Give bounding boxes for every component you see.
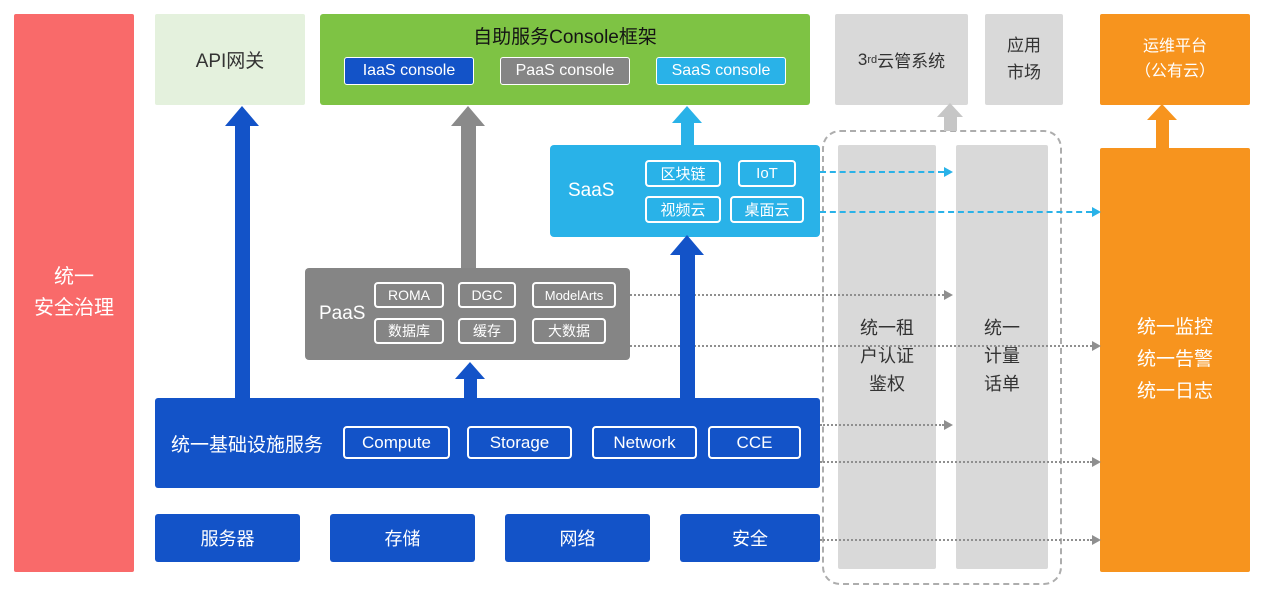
arrow-to-third-party-cloud-head <box>937 103 963 117</box>
resource-box-security: 安全 <box>680 514 820 562</box>
security-governance-bar: 统一 安全治理 <box>14 14 134 572</box>
arrow-infra-to-saas-head <box>670 235 704 255</box>
metering-column: 统一 计量 话单 <box>956 145 1048 569</box>
saas-item-desktop-cloud: 桌面云 <box>730 196 804 223</box>
arrow-paas-to-console-head <box>451 106 485 126</box>
arrow-infra-to-saas-shaft <box>680 253 695 398</box>
resource-box-network: 网络 <box>505 514 650 562</box>
app-market-box: 应用 市场 <box>985 14 1063 105</box>
api-gateway-box: API网关 <box>155 14 305 105</box>
console-chip-row: IaaS console PaaS console SaaS console <box>344 57 786 85</box>
paas-item-dgc: DGC <box>458 282 516 308</box>
connector-resources-to-monitor <box>820 539 1092 541</box>
connector-paas-to-metering <box>630 294 944 296</box>
om-platform-box: 运维平台 （公有云） <box>1100 14 1250 105</box>
infra-item-network: Network <box>592 426 697 459</box>
connector-saas-to-monitor-head <box>1092 207 1101 217</box>
connector-infra-to-metering-head <box>944 420 953 430</box>
console-frame-title: 自助服务Console框架 <box>473 27 657 48</box>
tenant-services-dashed-container <box>822 130 1062 585</box>
connector-paas-to-metering-head <box>944 290 953 300</box>
saas-item-video-cloud: 视频云 <box>645 196 721 223</box>
connector-paas-to-monitor <box>630 345 1092 347</box>
monitor-bar: 统一监控 统一告警 统一日志 <box>1100 148 1250 572</box>
paas-label: PaaS <box>319 303 366 324</box>
saas-console-chip: SaaS console <box>656 57 786 85</box>
saas-box: SaaS 区块链 IoT 视频云 桌面云 <box>550 145 820 237</box>
arrow-saas-to-console-head <box>672 106 702 123</box>
arrow-to-om-platform-head <box>1147 104 1177 120</box>
paas-item-roma: ROMA <box>374 282 444 308</box>
infra-box: 统一基础设施服务 Compute Storage Network CCE <box>155 398 820 488</box>
saas-item-blockchain: 区块链 <box>645 160 721 187</box>
paas-item-database: 数据库 <box>374 318 444 344</box>
paas-box: PaaS ROMA DGC ModelArts 数据库 缓存 大数据 <box>305 268 630 360</box>
connector-infra-to-monitor-head <box>1092 457 1101 467</box>
arrow-to-om-platform-shaft <box>1156 119 1169 148</box>
connector-saas-to-auth <box>820 171 944 173</box>
connector-saas-to-auth-head <box>944 167 953 177</box>
paas-console-chip: PaaS console <box>500 57 630 85</box>
arrow-infra-to-api-head <box>225 106 259 126</box>
saas-label: SaaS <box>568 180 615 201</box>
paas-item-cache: 缓存 <box>458 318 516 344</box>
connector-paas-to-monitor-head <box>1092 341 1101 351</box>
saas-item-iot: IoT <box>738 160 796 187</box>
arrow-infra-to-api-shaft <box>235 124 250 398</box>
infra-label: 统一基础设施服务 <box>171 434 324 456</box>
third-party-cloud-label-sup: rd <box>867 53 878 66</box>
arrow-to-third-party-cloud-shaft <box>944 117 957 131</box>
infra-item-compute: Compute <box>343 426 450 459</box>
arrow-saas-to-console-shaft <box>681 122 694 145</box>
iaas-console-chip: IaaS console <box>344 57 474 85</box>
third-party-cloud-label-rest: 云管系统 <box>877 52 946 71</box>
infra-item-cce: CCE <box>708 426 801 459</box>
connector-saas-to-monitor <box>820 211 1092 213</box>
resource-box-server: 服务器 <box>155 514 300 562</box>
arrow-paas-to-console-shaft <box>461 124 476 268</box>
resource-box-storage: 存储 <box>330 514 475 562</box>
arrow-infra-to-paas-shaft <box>464 378 477 398</box>
connector-infra-to-metering <box>820 424 944 426</box>
connector-infra-to-monitor <box>820 461 1092 463</box>
paas-item-modelarts: ModelArts <box>532 282 616 308</box>
third-party-cloud-label-base: 3 <box>857 49 868 69</box>
paas-item-bigdata: 大数据 <box>532 318 606 344</box>
connector-resources-to-monitor-head <box>1092 535 1101 545</box>
auth-column: 统一租 户认证 鉴权 <box>838 145 936 569</box>
infra-item-storage: Storage <box>467 426 572 459</box>
arrow-infra-to-paas-head <box>455 362 485 379</box>
console-frame-box: 自助服务Console框架 IaaS console PaaS console … <box>320 14 810 105</box>
